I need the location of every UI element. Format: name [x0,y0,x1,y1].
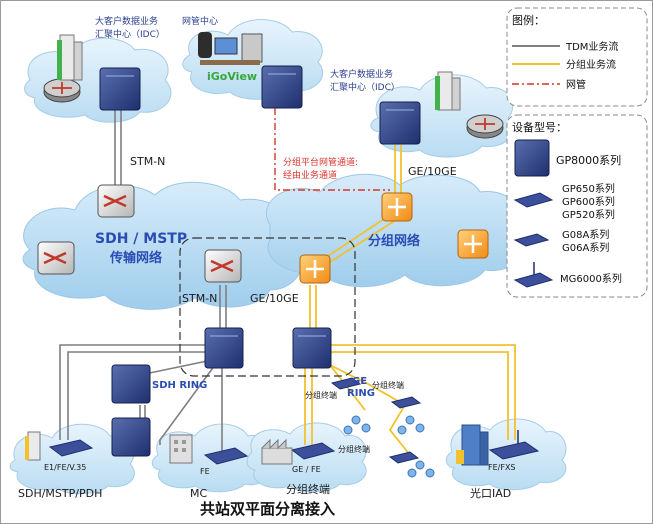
legend-tdm-label: TDM业务流 [565,40,618,53]
igoview-label: iGoView [207,70,257,83]
idc-left-label-2: 汇聚中心（IDC） [95,28,165,40]
gp8000-sdh-access [204,327,244,369]
packet-links [304,145,516,456]
legend-g06a-label: G06A系列 [562,241,609,254]
gp8000-packet-access [292,327,332,369]
building-idc-right-icon [435,71,461,111]
packet-node-right [457,229,489,259]
ge-10ge-top-label: GE/10GE [408,165,457,178]
branch-mc-label: MC [190,487,207,500]
sdh-node-left [37,241,75,275]
packet-node-center [299,254,331,284]
legend-gp650-label: GP650系列 [562,182,615,195]
stm-n-mid-label: STM-N [182,292,217,305]
router-idc-left-icon [43,78,81,103]
branch-sdh-cloud [9,423,135,495]
diagram-title: 共站双平面分离接入 [200,500,335,518]
legend-packet-label: 分组业务流 [566,58,616,71]
devices-legend-title: 设备型号： [512,120,567,134]
base-station-2 [397,415,425,435]
legend-title: 图例： [512,13,545,27]
packet-terminal-label-1: 分组终端 [305,390,337,400]
stm-n-top-label: STM-N [130,155,165,168]
legend-g08a-label: G08A系列 [562,228,609,241]
sdh-node-center [204,249,242,283]
legend-nms-label: 网管 [566,78,586,91]
gp8000-idc-right [379,101,421,145]
ge-fe-label: GE / FE [292,465,321,474]
nms-path-label-2: 经由业务通道 [283,169,337,181]
branch-sdh-label: SDH/MSTP/PDH [18,487,102,500]
legend-mg6000-label: MG6000系列 [560,272,622,285]
base-station-3 [407,460,435,478]
factory-packet-branch-icon [261,438,293,465]
gp8000-idc-left [99,67,141,111]
g08a-ring-node-1 [330,377,362,390]
co-location-frame [179,237,356,377]
base-station-1 [343,415,371,435]
legend-mg6000-icon [513,272,554,288]
gp650-mc-branch [203,447,249,465]
sdh-ring-label: SDH RING [152,380,207,391]
building-mc-branch-icon [169,434,193,464]
sdh-cloud-label-1: SDH / MSTP [95,231,187,247]
operator-workstation-icon [198,32,263,65]
tdm-links [59,110,227,455]
building-idc-left-icon [57,34,83,81]
legend-gp8000-label: GP8000系列 [556,153,621,167]
building-iad-branch-icon [456,424,489,466]
fe-mc-label: FE [200,467,210,476]
ge-ring-label-1: GE [352,376,367,387]
packet-terminal-label-2: 分组终端 [372,380,404,390]
mg6000-iad [488,430,540,460]
g08a-ring-node-2 [390,396,422,409]
ge-10ge-mid-label: GE/10GE [250,292,299,305]
sdh-cloud-label-2: 传输网络 [109,250,162,266]
packet-cloud-label: 分组网络 [368,233,420,249]
gp8000-nms [261,65,303,109]
legend-gp8000-icon [514,139,550,177]
gp8000-ring-bottom [111,417,151,457]
legend-g08a-icon [513,233,550,247]
nms-link [274,108,390,191]
idc-right-label-2: 汇聚中心（IDC） [330,81,400,93]
gp650-packet-branch [290,442,336,460]
nms-path-label-1: 分组平台网管通道: [283,156,358,168]
legend-gp520-label: GP520系列 [562,208,615,221]
sdh-node-top [97,184,135,218]
idc-right-label-1: 大客户数据业务 [330,68,393,80]
idc-left-cloud [24,37,172,123]
packet-node-top [381,192,413,222]
e1-fe-v35-label: E1/FE/V.35 [44,463,86,472]
branch-packet-label: 分组终端 [286,482,330,496]
fe-fxs-label: FE/FXS [488,463,516,472]
legend-gp600-label: GP600系列 [562,195,615,208]
nms-label: 网管中心 [182,15,218,27]
legend-devices: 设备型号： GP8000系列 GP650系列 GP600系列 GP520系列 G… [506,114,648,298]
ge-ring-label-2: RING [347,388,375,399]
legend-gp650-icon [513,192,554,208]
idc-left-label-1: 大客户数据业务 [95,15,158,27]
gp8000-ring-top [111,364,151,404]
legend-flows: 图例： TDM业务流 分组业务流 网管 [506,7,648,107]
router-idc-right-icon [466,114,504,139]
packet-terminal-label-3: 分组终端 [338,444,370,454]
branch-iad-label: 光口IAD [470,486,511,500]
g08a-ring-node-3 [388,451,420,464]
building-sdh-branch-icon [25,431,41,461]
gp650-sdh-branch [48,439,94,457]
